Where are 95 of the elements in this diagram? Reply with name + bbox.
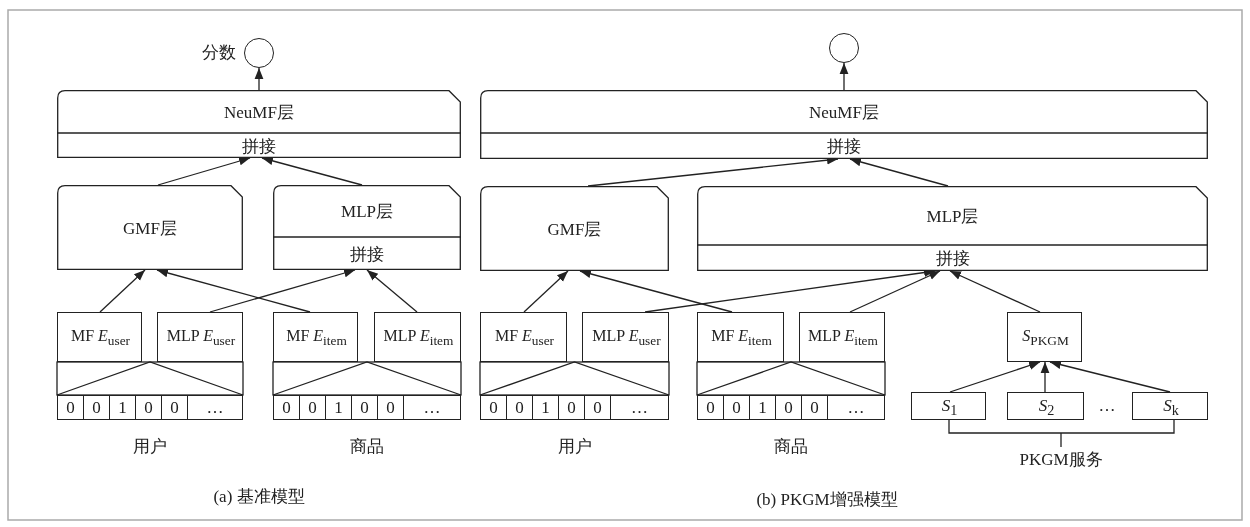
vector-cell: 1 <box>110 396 136 419</box>
embedding-box <box>480 312 567 362</box>
embedding-box <box>157 312 243 362</box>
vector-cell: 0 <box>58 396 84 419</box>
layer-box <box>697 186 1208 271</box>
embedding-box <box>374 312 461 362</box>
layer-sublabel: 拼接 <box>242 137 276 155</box>
embedding-box <box>57 312 142 362</box>
embedding-label: MLP E$_{item}$ <box>383 328 454 348</box>
layer-box <box>57 185 243 270</box>
arrow <box>157 156 251 186</box>
output-label: 分数 <box>202 44 236 61</box>
one-hot-vector <box>57 395 243 420</box>
embedding-box <box>799 312 885 362</box>
layer-title: GMF层 <box>123 219 177 237</box>
vector-cell-text: … <box>846 396 866 419</box>
arrow <box>579 269 733 313</box>
embedding-label: MF E$_{item}$ <box>711 328 772 348</box>
vector-cell: 0 <box>481 396 507 419</box>
arrow <box>99 269 146 313</box>
vector-cell: 0 <box>724 396 750 419</box>
layer-title: NeuMF层 <box>809 103 879 121</box>
arrow <box>156 268 311 313</box>
embedding-label: MLP E$_{item}$ <box>808 328 878 348</box>
vector-cell-text: … <box>205 396 225 419</box>
layer-box <box>480 90 1208 159</box>
layer-title: MLP层 <box>341 203 393 220</box>
embedding-label: MLP E$_{user}$ <box>166 328 236 348</box>
arrow <box>254 67 264 91</box>
embedding-box <box>697 312 784 362</box>
vector-cell: 0 <box>378 396 404 419</box>
arrow <box>949 270 1041 313</box>
arrow <box>849 270 941 313</box>
layer-sublabel: 拼接 <box>827 138 861 155</box>
subfigure-caption: (b) PKGM增强模型 <box>756 491 898 508</box>
arrow <box>523 270 569 313</box>
arrow <box>849 157 949 187</box>
embedding-label: MF E$_{item}$ <box>286 328 347 348</box>
vector-cell: 0 <box>507 396 533 419</box>
score-label: S$_{k}$ <box>1163 397 1179 418</box>
vector-cell: 0 <box>352 396 378 419</box>
embedding-box <box>273 312 358 362</box>
score-label: S$_{1}$ <box>941 397 958 418</box>
one-hot-vector <box>697 395 885 420</box>
subfigure-caption: (a) 基准模型 <box>213 488 305 505</box>
vector-cell: 0 <box>300 396 326 419</box>
layer-title: GMF层 <box>547 220 602 238</box>
arrow <box>366 269 418 313</box>
vector-cell-text: … <box>422 396 442 419</box>
vector-cell: 0 <box>776 396 802 419</box>
vector-cell: 0 <box>274 396 300 419</box>
input-label: 商品 <box>774 438 808 455</box>
input-label: 用户 <box>557 438 592 455</box>
vector-cell-text: … <box>630 396 649 419</box>
input-label: 用户 <box>133 438 167 455</box>
layer-box <box>273 185 461 270</box>
embedding-label: S$_{PKGM}$ <box>1022 328 1069 348</box>
arrow <box>1040 361 1050 393</box>
layer-title: MLP层 <box>926 207 979 225</box>
vector-cell: 0 <box>162 396 188 419</box>
vector-cell: 1 <box>326 396 352 419</box>
one-hot-vector <box>480 395 669 420</box>
group-label: PKGM服务 <box>1019 451 1103 468</box>
arrow <box>261 156 363 186</box>
score-box <box>911 392 986 420</box>
vector-cell: 1 <box>533 396 559 419</box>
score-label: S$_{2}$ <box>1038 397 1055 418</box>
vector-cell: 0 <box>136 396 162 419</box>
vector-cell: 0 <box>84 396 110 419</box>
embedding-box <box>582 312 669 362</box>
arrow <box>1049 360 1171 393</box>
one-hot-vector <box>273 395 461 420</box>
arrow <box>209 268 356 313</box>
embedding-label: MF E$_{user}$ <box>70 328 131 348</box>
arrow <box>949 361 1041 393</box>
embedding-label: MLP E$_{user}$ <box>592 328 661 348</box>
layer-sublabel: 拼接 <box>935 250 970 267</box>
vector-cell: 0 <box>802 396 828 419</box>
layer-sublabel: 拼接 <box>350 245 384 263</box>
layer-title: NeuMF层 <box>224 103 294 121</box>
layer-box <box>480 186 669 271</box>
arrow <box>839 62 849 91</box>
ellipsis: … <box>1098 397 1116 414</box>
vector-cell: 0 <box>559 396 585 419</box>
vector-cell: 1 <box>750 396 776 419</box>
embedding-box <box>1007 312 1082 362</box>
output-circle <box>244 38 274 68</box>
layer-box <box>57 90 461 158</box>
score-box <box>1132 392 1208 420</box>
input-label: 商品 <box>350 438 384 455</box>
embedding-label: MF E$_{user}$ <box>494 328 555 348</box>
vector-cell: 0 <box>585 396 611 419</box>
output-circle <box>829 33 859 63</box>
vector-cell: 0 <box>698 396 724 419</box>
score-box <box>1007 392 1084 420</box>
